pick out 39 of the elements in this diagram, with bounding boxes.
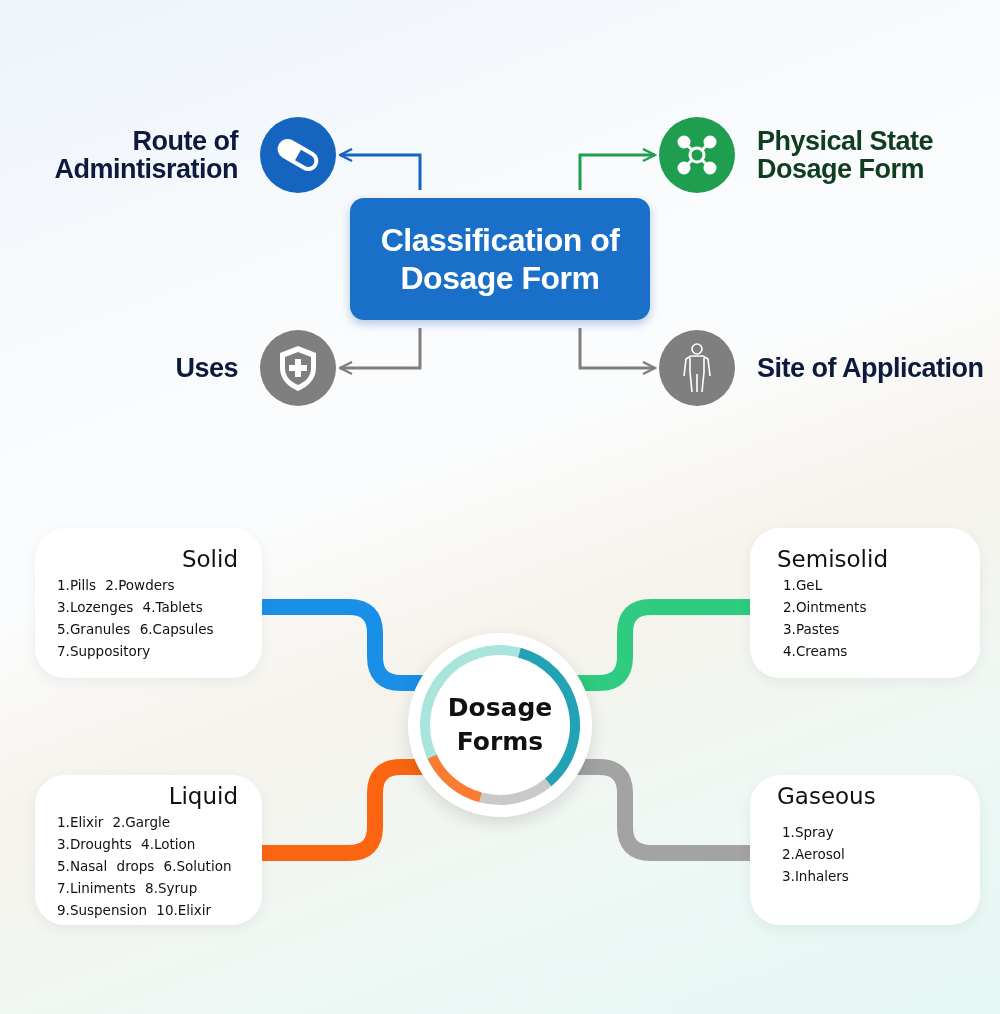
- box-title: Classification of Dosage Form: [379, 220, 621, 298]
- list-item: 3.Droughts 4.Lotion: [57, 834, 196, 854]
- category-label: Site of Application: [757, 353, 985, 383]
- connector-line: [262, 599, 425, 691]
- process-box: [350, 198, 650, 320]
- connector-line: [262, 759, 425, 861]
- list-item: 1.Elixir 2.Gargle: [57, 812, 171, 832]
- category-label: Uses: [174, 353, 238, 383]
- card-heading: Solid: [181, 546, 238, 574]
- arrow: [338, 147, 422, 190]
- card-heading: Liquid: [168, 783, 238, 811]
- list-item: 4.Creams: [783, 641, 848, 661]
- list-item: 3.Inhalers: [782, 866, 849, 886]
- arrow: [578, 328, 657, 376]
- list-item: 3.Pastes: [783, 619, 840, 639]
- category-card: [35, 528, 262, 678]
- list-item: 1.GeL: [783, 575, 823, 595]
- arrow: [578, 147, 657, 190]
- list-item: 2.Aerosol: [782, 844, 845, 864]
- category-label: Physical State Dosage Form: [757, 126, 935, 184]
- list-item: 5.Granules 6.Capsules: [57, 619, 214, 639]
- list-item: 1.Pills 2.Powders: [57, 575, 175, 595]
- list-item: 3.Lozenges 4.Tablets: [57, 597, 203, 617]
- card-heading: Gaseous: [777, 783, 876, 811]
- card-heading: Semisolid: [777, 546, 888, 574]
- list-item: 5.Nasal drops 6.Solution: [57, 856, 232, 876]
- list-item: 2.Ointments: [783, 597, 867, 617]
- category-card: [750, 775, 980, 925]
- list-item: 7.Liniments 8.Syrup: [57, 878, 198, 898]
- list-item: 9.Suspension 10.Elixir: [57, 900, 212, 920]
- hub-label: Dosage Forms: [446, 692, 554, 758]
- category-card: [35, 775, 262, 925]
- list-item: 7.Suppository: [57, 641, 151, 661]
- connector-line: [575, 759, 750, 861]
- list-item: 1.Spray: [782, 822, 834, 842]
- arrow: [338, 328, 422, 376]
- category-card: [750, 528, 980, 678]
- connector-line: [575, 599, 750, 691]
- category-label: Route of Admintisration: [53, 126, 238, 184]
